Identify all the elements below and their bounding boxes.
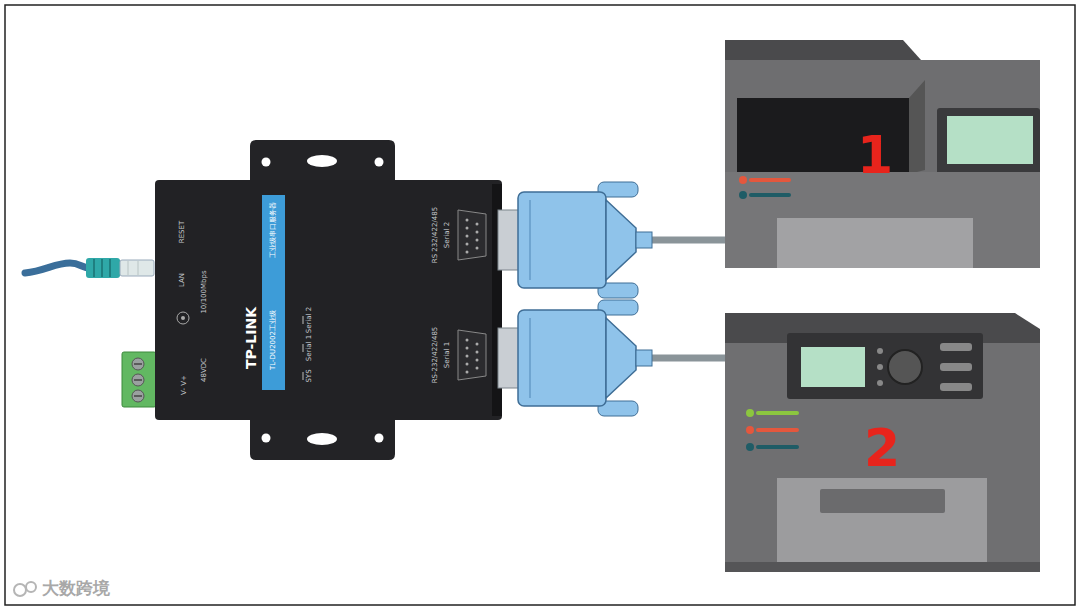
device-label: V- V+ [181,375,189,395]
port-label: RS-232/422/485 [432,327,440,384]
port-label: Serial 1 [444,342,452,369]
device-label: LAN [179,273,187,287]
watermark-icon [14,582,36,596]
callout-number: 2 [864,420,900,477]
serial-server: RESET LAN 10/100Mbps 48VDC V- V+ 工业级串口服务器 TP-L… [155,180,502,420]
callout-number: 1 [857,127,893,184]
db9-plug [498,182,652,298]
led-label: SYS [306,369,314,382]
printer-illustration [725,313,1040,572]
model-label: TL-DU2002工业级 [270,310,278,370]
frame [5,5,1075,605]
led-label: Serial 2 [306,307,314,334]
device-label: RESET [179,221,187,243]
printer: 2 [725,313,1040,572]
serial-server-body [155,180,502,420]
printer-illustration [725,40,1040,268]
db9-plug [498,300,652,416]
terminal-block [122,352,156,407]
brand-logo: TP-LINK [244,307,259,369]
ethernet-cable [25,258,154,278]
device-label: 10/100Mbps [201,270,209,313]
device-label: 48VDC [201,358,209,382]
printer: 1 [725,40,1040,268]
led-label: Serial 1 [306,335,314,362]
band-label: 工业级串口服务器 [270,202,278,258]
port-label: Serial 2 [444,222,452,249]
watermark: 大数跨境 [42,577,110,600]
port-label: RS 232/422/485 [432,207,440,263]
